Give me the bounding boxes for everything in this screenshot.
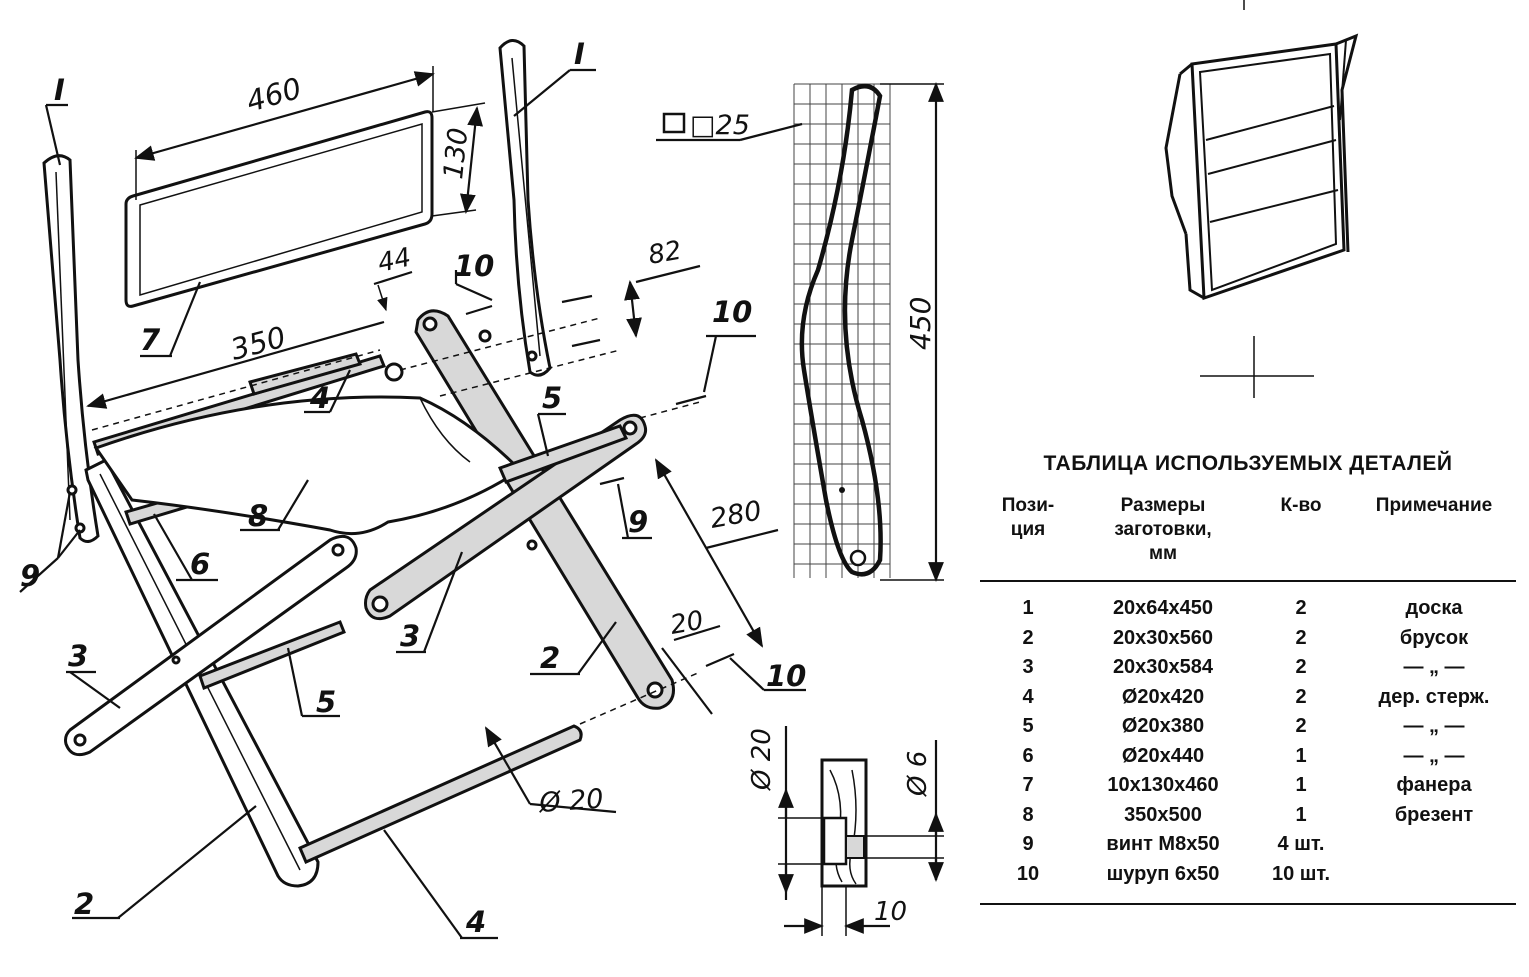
table-row: 7 10x130x460 1 фанера <box>1022 774 1472 796</box>
tenon-detail <box>820 758 868 888</box>
dim-450: 450 <box>904 297 937 350</box>
rod-5-bottom <box>198 620 346 690</box>
dim-rod-diameter: Ø 20 <box>537 784 604 819</box>
table-row: 5 Ø20x380 2 — „ — <box>1022 715 1465 737</box>
table-row: 6 Ø20x440 1 — „ — <box>1022 744 1465 767</box>
label-part-4-bottom: 4 <box>465 905 486 939</box>
canvas-seat <box>93 395 523 536</box>
folded-chair-preview <box>1164 33 1359 301</box>
label-part-2-back: 2 <box>540 641 560 675</box>
dim-grid-25: □25 <box>690 110 750 141</box>
label-part-1-left: I <box>54 73 65 107</box>
label-part-3-mid: 3 <box>400 619 420 653</box>
dim-tenon-depth: 10 <box>874 897 907 927</box>
dim-line-460 <box>134 71 435 161</box>
label-part-10-c: 10 <box>766 659 806 693</box>
dim-82: 82 <box>646 236 684 271</box>
rod-4-bottom <box>298 724 583 864</box>
cross-bar-5 <box>497 424 629 484</box>
back-post-right <box>498 39 552 377</box>
header-qty: К-во <box>1250 494 1352 582</box>
seat-arm-left <box>64 534 358 757</box>
profile-shape <box>799 83 883 577</box>
label-part-2-front: 2 <box>74 887 94 921</box>
profile-grid <box>793 83 891 578</box>
label-part-9-left: 9 <box>20 559 40 593</box>
table-row: 9 винт M8x50 4 шт. <box>1022 833 1325 855</box>
label-part-4-top: 4 <box>309 381 330 415</box>
label-part-6: 6 <box>190 547 210 581</box>
label-part-1-right: I <box>574 37 585 71</box>
table-title: ТАБЛИЦА ИСПОЛЬЗУЕМЫХ ДЕТАЛЕЙ <box>1043 452 1453 475</box>
header-position: Пози-ция <box>980 494 1076 582</box>
dim-130: 130 <box>438 126 474 181</box>
back-post-left <box>42 154 100 543</box>
dim-280: 280 <box>708 495 764 534</box>
dim-line-130 <box>459 106 484 214</box>
dim-20: 20 <box>668 606 706 641</box>
table-row: 10 шуруп 6x50 10 шт. <box>980 859 1516 905</box>
label-part-10-a: 10 <box>454 249 494 283</box>
dim-350: 350 <box>227 320 289 367</box>
table-row: 2 20x30x560 2 брусок <box>1022 626 1469 649</box>
header-note: Примечание <box>1352 494 1516 582</box>
table-row: 8 350x500 1 брезент <box>1022 803 1474 826</box>
label-part-5-top: 5 <box>542 381 562 415</box>
label-part-3-left: 3 <box>68 639 88 673</box>
rod-4-top <box>248 352 363 396</box>
dim-tenon-outer: Ø 20 <box>747 728 777 791</box>
label-part-5-bottom: 5 <box>316 685 336 719</box>
label-part-9-right: 9 <box>628 505 648 539</box>
parts-table: ТАБЛИЦА ИСПОЛЬЗУЕМЫХ ДЕТАЛЕЙ Пози-ция Ра… <box>980 452 1516 905</box>
table-row: 3 20x30x584 2 — „ — <box>1022 656 1465 678</box>
screws <box>384 294 735 668</box>
seat-arm-mid <box>364 413 648 621</box>
dim-tenon-inner: Ø 6 <box>903 751 933 797</box>
dim-44: 44 <box>375 243 414 279</box>
label-part-10-b: 10 <box>712 295 752 329</box>
label-part-7: 7 <box>140 323 161 357</box>
table-row: 1 20x64x450 2 доска <box>1022 597 1463 619</box>
dim-460: 460 <box>243 71 306 119</box>
label-part-8: 8 <box>248 499 268 533</box>
table-row: 4 Ø20x420 2 дер. стерж. <box>1022 685 1490 708</box>
